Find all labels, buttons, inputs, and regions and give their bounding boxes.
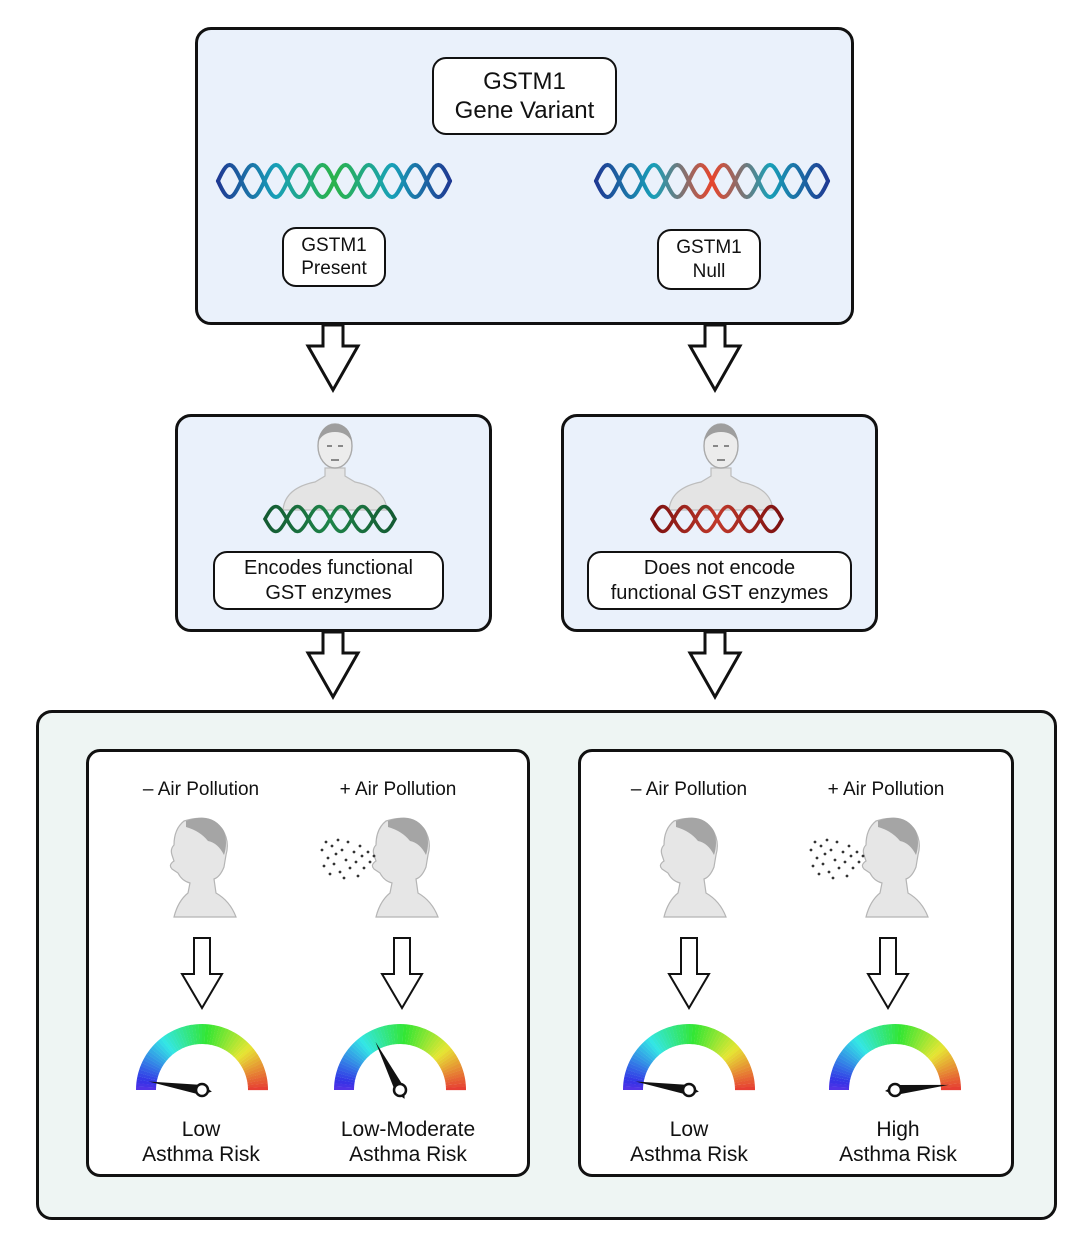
gstm1-present-risk-panel — [86, 749, 530, 1177]
risk-gauge-icon — [829, 1024, 961, 1098]
gstm1-present-label: GSTM1 Present — [282, 227, 386, 287]
down-arrow-icon — [380, 937, 424, 1010]
risk-gauge-icon — [136, 1024, 269, 1098]
down-arrow-icon — [866, 937, 910, 1010]
air-pollution-label: + Air Pollution — [827, 779, 945, 800]
person-bust-icon — [282, 423, 388, 511]
gstm1-null-label: GSTM1 Null — [657, 229, 761, 290]
down-arrow-icon — [667, 937, 711, 1010]
encodes-functional-label: Encodes functional GST enzymes — [213, 551, 444, 610]
down-arrow-icon — [305, 630, 361, 701]
risk-label: Low Asthma Risk — [142, 1118, 260, 1167]
profile-head-icon — [659, 817, 727, 918]
dna-functional-icon — [263, 504, 397, 534]
profile-head-icon — [371, 817, 439, 918]
air-pollution-particles-icon — [320, 838, 376, 880]
risk-label-level: Low — [669, 1118, 709, 1141]
down-arrow-icon — [305, 323, 361, 394]
no-air-pollution-label: – Air Pollution — [630, 779, 748, 800]
gene-variant-title: GSTM1 Gene Variant — [432, 57, 617, 135]
person-bust-icon — [668, 423, 774, 511]
air-pollution-label: + Air Pollution — [339, 779, 457, 800]
dna-nonfunctional-icon — [650, 504, 784, 534]
profile-head-icon — [861, 817, 929, 918]
down-arrow-icon — [687, 630, 743, 701]
risk-label-suffix: Asthma Risk — [630, 1143, 748, 1167]
no-air-pollution-label: – Air Pollution — [142, 779, 260, 800]
down-arrow-icon — [687, 323, 743, 394]
risk-gauge-icon — [334, 1024, 467, 1099]
gstm1-null-risk-panel — [578, 749, 1014, 1177]
profile-head-icon — [169, 817, 237, 918]
air-pollution-particles-icon — [809, 838, 865, 880]
risk-gauge-icon — [623, 1024, 755, 1098]
dna-null-icon — [594, 162, 830, 200]
risk-label: High Asthma Risk — [839, 1118, 957, 1167]
down-arrow-icon — [180, 937, 224, 1010]
risk-label: Low-Moderate Asthma Risk — [340, 1118, 476, 1167]
does-not-encode-label: Does not encode functional GST enzymes — [587, 551, 852, 610]
dna-present-icon — [216, 162, 452, 200]
